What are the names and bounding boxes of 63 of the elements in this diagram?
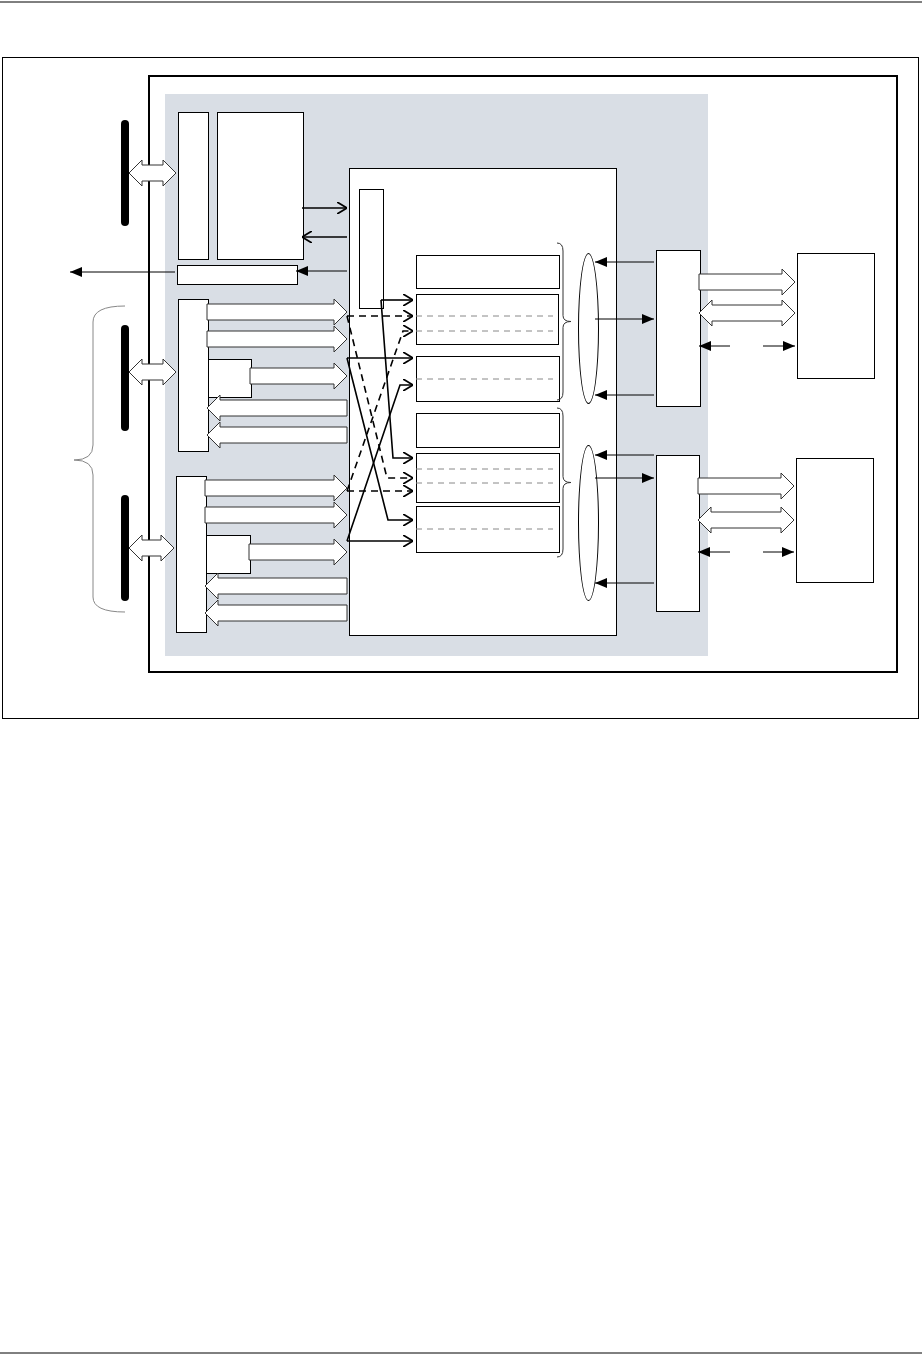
block-box	[176, 476, 207, 633]
block-box	[178, 112, 209, 260]
bus-bar	[121, 120, 129, 226]
arrow	[346, 357, 414, 527]
arrow	[762, 341, 796, 351]
block-arrow	[206, 394, 348, 422]
block-box	[178, 299, 209, 452]
block-box	[656, 250, 701, 407]
block-box	[416, 453, 560, 503]
block-arrow	[698, 299, 796, 327]
block-arrow	[204, 474, 348, 502]
dashed-arrow	[346, 309, 414, 323]
arrow	[762, 547, 795, 557]
arrow	[301, 201, 348, 215]
block-box	[416, 356, 560, 402]
block-arrow	[128, 534, 175, 562]
shaded-region	[165, 94, 708, 656]
block-arrow	[249, 362, 348, 390]
arrow	[697, 547, 731, 557]
block-box	[416, 413, 560, 448]
arrow	[594, 314, 655, 324]
block-box	[349, 168, 617, 636]
arrow	[594, 578, 655, 588]
block-arrow	[206, 298, 348, 326]
block-arrow	[204, 572, 348, 600]
block-box	[206, 535, 251, 574]
arrow	[69, 267, 176, 277]
block-arrow	[204, 501, 348, 529]
block-arrow	[128, 159, 177, 187]
block-arrow	[697, 506, 795, 534]
arrow	[594, 473, 655, 483]
arrow	[594, 390, 655, 400]
block-box	[656, 455, 700, 612]
block-box	[416, 506, 560, 553]
arrow	[698, 341, 731, 351]
block-box	[217, 112, 304, 260]
block-arrow	[206, 421, 348, 449]
block-box	[208, 359, 252, 398]
block-arrow	[204, 599, 348, 627]
dashed-arrow	[346, 484, 414, 498]
arrow	[594, 450, 655, 460]
arrow	[346, 378, 414, 542]
arrow	[301, 230, 348, 244]
block-box	[797, 253, 875, 379]
block-box	[796, 458, 874, 583]
block-arrow	[248, 538, 348, 566]
chip-boundary-box	[148, 75, 898, 673]
block-box	[359, 189, 384, 309]
block-arrow	[697, 472, 795, 500]
arrow	[594, 257, 655, 267]
bus-bar	[121, 325, 129, 431]
arrow	[295, 266, 348, 276]
block-arrow	[698, 268, 796, 296]
block-box	[177, 265, 298, 285]
block-arrow	[128, 358, 177, 386]
arrow	[380, 299, 414, 465]
bus-bar	[121, 495, 129, 601]
block-arrow	[206, 325, 348, 353]
block-box	[416, 255, 560, 289]
arrow	[346, 351, 414, 365]
block-box	[416, 294, 559, 345]
arrow	[380, 293, 414, 307]
arrow	[346, 534, 414, 548]
